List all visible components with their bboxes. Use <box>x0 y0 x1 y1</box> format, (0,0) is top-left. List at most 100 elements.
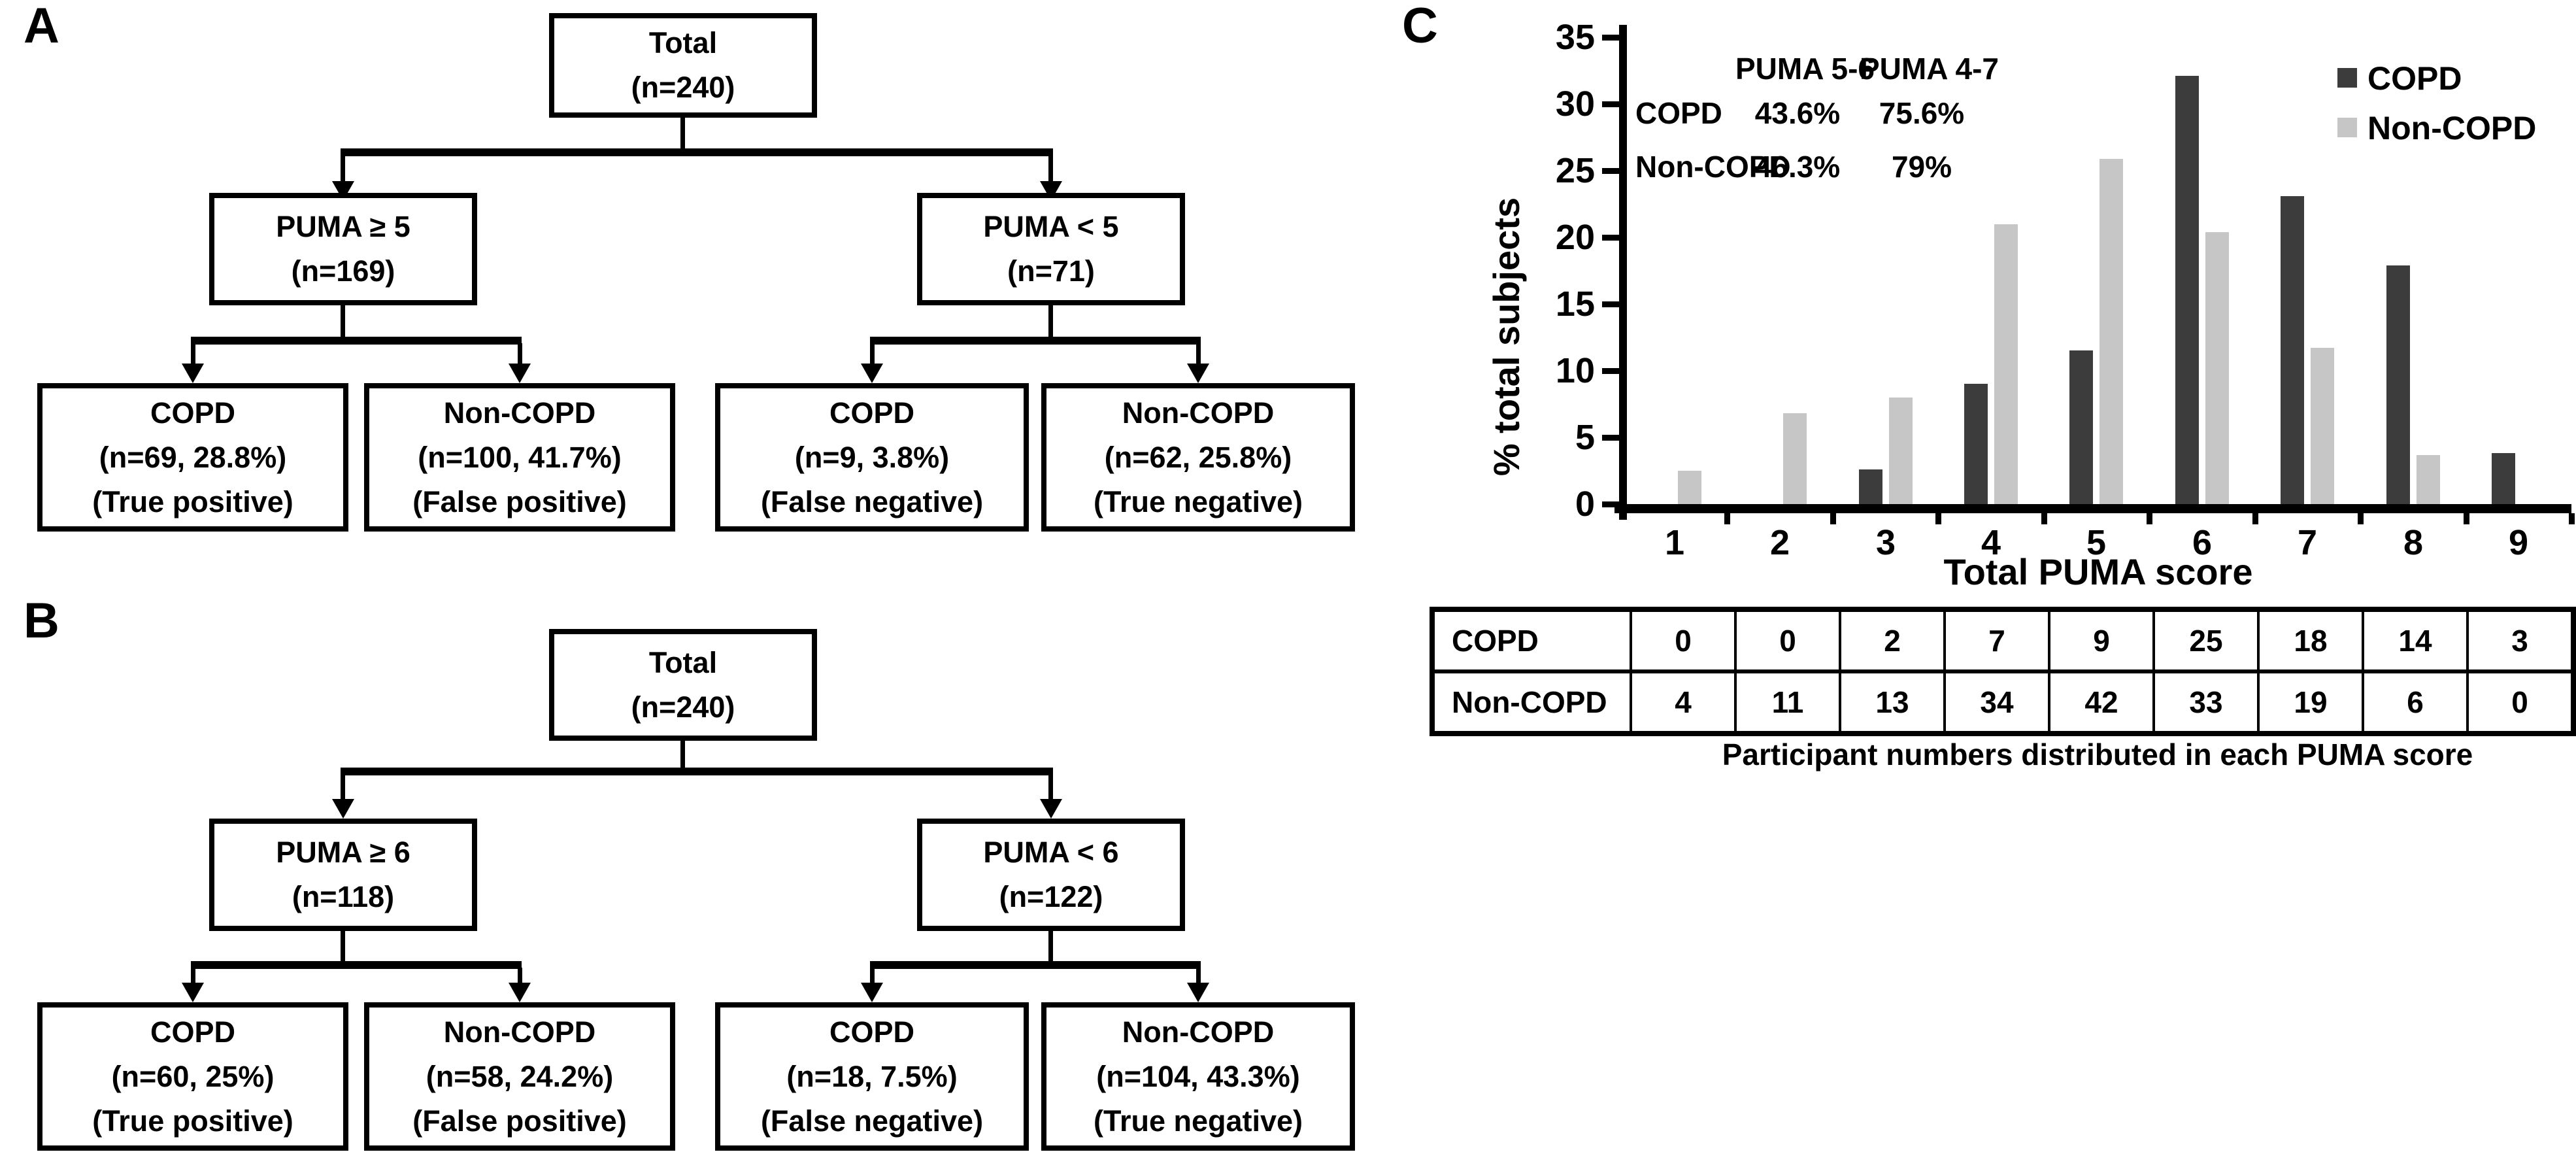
x-tick <box>2358 513 2364 524</box>
connector-line <box>341 148 1053 156</box>
flow-box-text: (False positive) <box>412 1104 627 1138</box>
bar-copd-6 <box>2175 76 2199 504</box>
flow-box-text: (n=18, 7.5%) <box>786 1059 958 1093</box>
table-cell: 9 <box>2048 608 2155 673</box>
table-row-label: COPD <box>1431 608 1632 673</box>
table-cell: 19 <box>2257 670 2364 735</box>
annotation-header-puma56: PUMA 5-6 <box>1735 52 1875 86</box>
flow-box-text: Non-COPD <box>443 1015 596 1049</box>
connector-line <box>518 968 522 985</box>
flow-box-text: PUMA ≥ 5 <box>276 210 410 243</box>
x-tick <box>1724 513 1730 524</box>
connector-line <box>518 343 522 364</box>
y-tick <box>1602 368 1619 374</box>
connector-line <box>870 961 1201 969</box>
bar-copd-7 <box>2281 196 2304 504</box>
flow-box-text: (False negative) <box>760 1104 984 1138</box>
y-tick-label: 30 <box>1555 84 1595 124</box>
table-cell: 0 <box>1630 608 1737 673</box>
flow-box-text: (True negative) <box>1093 484 1303 518</box>
flow-box-true-negative-a: Non-COPD (n=62, 25.8%) (True negative) <box>1041 383 1355 532</box>
connector-line <box>191 968 195 985</box>
connector-line <box>341 930 345 962</box>
y-tick <box>1602 301 1619 307</box>
arrow-down-icon <box>509 983 531 1002</box>
bar-copd-9 <box>2492 453 2515 504</box>
table-cell: 6 <box>2362 670 2469 735</box>
y-tick-label: 15 <box>1555 284 1595 324</box>
x-tick-label: 2 <box>1769 523 1790 562</box>
bar-non-copd-5 <box>2099 159 2123 504</box>
arrow-down-icon <box>1187 364 1209 383</box>
y-tick <box>1602 101 1619 107</box>
flow-box-text: (True positive) <box>92 1104 293 1138</box>
flow-box-text: (n=71) <box>1007 254 1095 288</box>
flow-box-text: Total <box>648 645 718 679</box>
y-tick-label: 0 <box>1575 484 1595 524</box>
table-cell: 0 <box>2466 670 2575 735</box>
panel-c-label: C <box>1402 0 1438 54</box>
y-tick <box>1602 235 1619 241</box>
flow-box-text: PUMA ≥ 6 <box>276 836 410 869</box>
table-row-label: Non-COPD <box>1431 670 1632 735</box>
flow-box-text: (n=69, 28.8%) <box>99 440 287 474</box>
flow-box-text: PUMA < 6 <box>983 836 1119 869</box>
table-cell: 7 <box>1943 608 2050 673</box>
connector-line <box>680 116 685 151</box>
connector-line <box>1196 968 1201 985</box>
x-tick <box>2464 513 2469 524</box>
connector-line <box>341 768 1053 775</box>
flow-box-text: (n=240) <box>631 690 735 724</box>
legend-label-copd: COPD <box>2367 60 2462 97</box>
annotation-value: 75.6% <box>1879 96 1965 130</box>
arrow-down-icon <box>182 364 204 383</box>
annotation-value: 79% <box>1891 150 1952 184</box>
flow-box-text: (n=100, 41.7%) <box>418 440 622 474</box>
flow-box-false-negative-a: COPD (n=9, 3.8%) (False negative) <box>715 383 1029 532</box>
x-tick-label: 5 <box>2086 523 2107 562</box>
flow-box-text: (n=9, 3.8%) <box>794 440 950 474</box>
connector-line <box>1048 155 1053 182</box>
arrow-down-icon <box>1040 799 1062 819</box>
flow-box-text: (n=104, 43.3%) <box>1096 1059 1300 1093</box>
flow-box-puma-lt5: PUMA < 5 (n=71) <box>917 193 1185 305</box>
bar-copd-8 <box>2386 265 2410 504</box>
x-tick <box>1830 513 1836 524</box>
table-cell: 4 <box>1630 670 1737 735</box>
panel-b-label: B <box>24 593 59 649</box>
y-tick-label: 5 <box>1575 418 1595 457</box>
flow-box-text: (n=118) <box>292 880 395 913</box>
table-caption: Participant numbers distributed in each … <box>1722 737 2473 771</box>
y-tick-label: 10 <box>1555 351 1595 390</box>
bar-non-copd-2 <box>1783 413 1807 504</box>
flow-box-text: (False positive) <box>412 484 627 518</box>
flow-box-puma-ge6: PUMA ≥ 6 (n=118) <box>209 819 477 931</box>
bar-copd-4 <box>1964 384 1988 504</box>
y-tick-label: 25 <box>1555 151 1595 190</box>
bar-non-copd-4 <box>1994 224 2018 504</box>
connector-line <box>341 304 345 338</box>
connector-line <box>1048 304 1053 338</box>
flow-box-text: COPD <box>829 396 914 430</box>
annotation-value: 43.6% <box>1754 96 1841 130</box>
y-axis-line <box>1619 25 1627 520</box>
flow-box-text: (n=169) <box>291 254 395 288</box>
table-cell: 11 <box>1734 670 1841 735</box>
arrow-down-icon <box>509 364 531 383</box>
table-cell: 34 <box>1943 670 2050 735</box>
connector-line <box>341 155 345 182</box>
connector-line <box>680 739 685 771</box>
bar-non-copd-7 <box>2311 348 2334 504</box>
arrow-down-icon <box>332 799 354 819</box>
flow-box-false-negative-b: COPD (n=18, 7.5%) (False negative) <box>715 1002 1029 1151</box>
x-tick-label: 8 <box>2403 523 2424 562</box>
y-axis-title: % total subjects <box>1486 197 1527 477</box>
flow-box-puma-ge5: PUMA ≥ 5 (n=169) <box>209 193 477 305</box>
x-tick <box>2252 513 2258 524</box>
connector-line <box>1196 343 1201 364</box>
x-tick <box>2041 513 2047 524</box>
table-cell: 42 <box>2048 670 2155 735</box>
